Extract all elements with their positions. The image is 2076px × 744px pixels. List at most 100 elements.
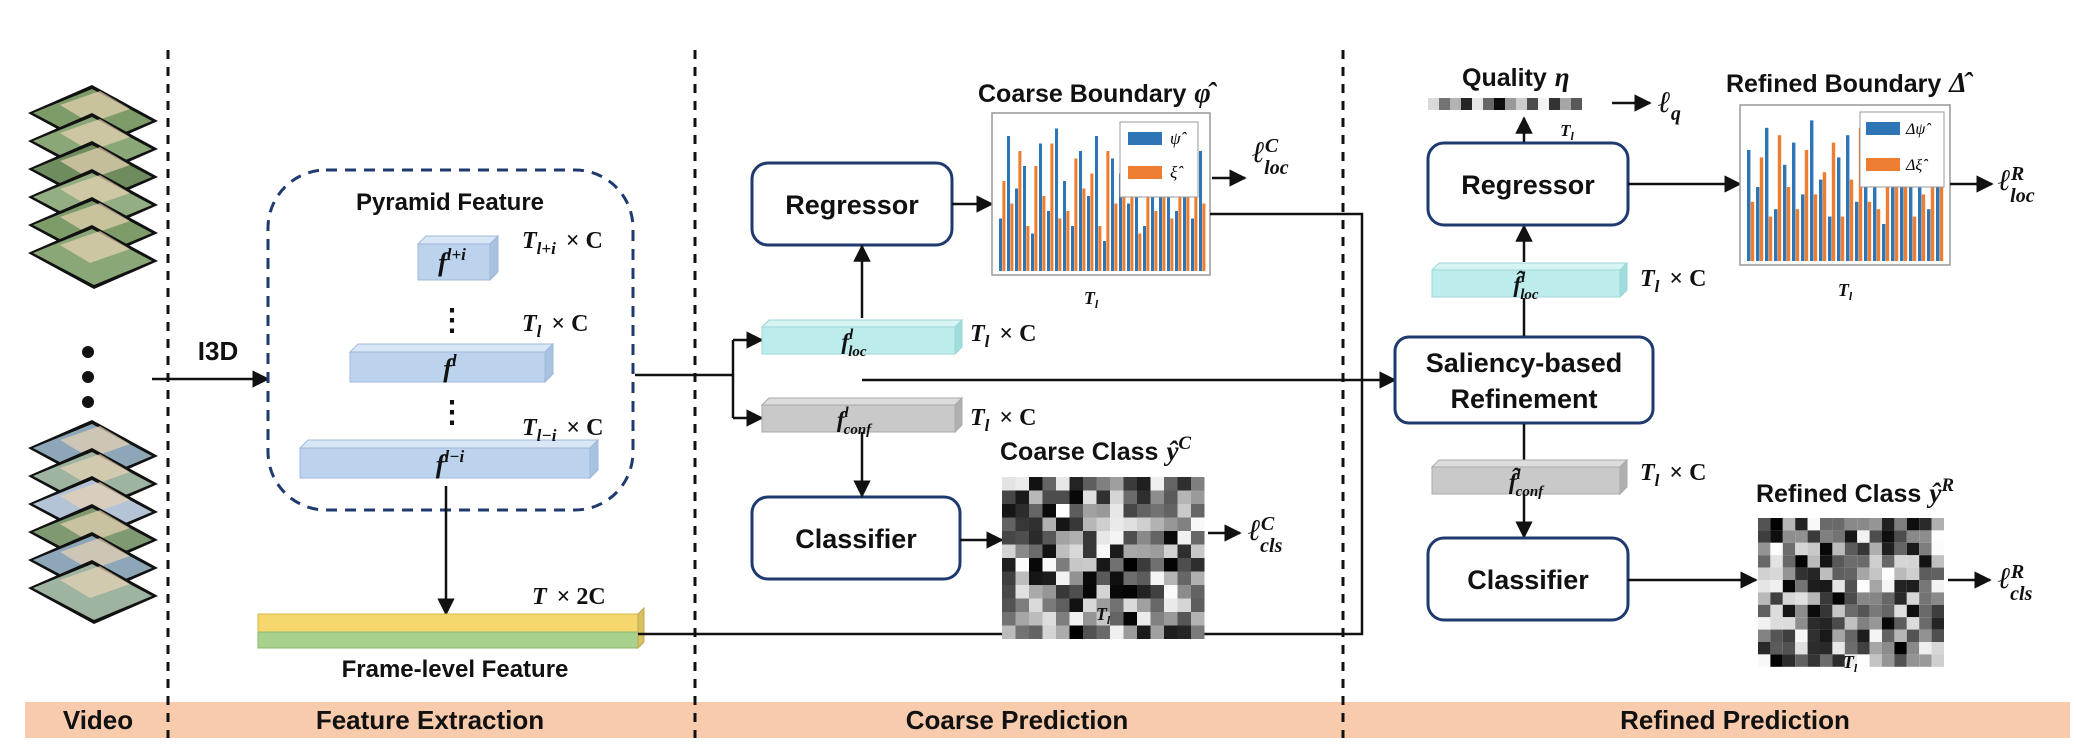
heatmap-cell bbox=[1795, 542, 1808, 556]
heatmap-cell bbox=[1137, 585, 1151, 599]
heatmap-cell bbox=[1919, 555, 1932, 568]
bar-blue bbox=[1873, 127, 1877, 261]
heatmap-cell bbox=[1882, 604, 1895, 618]
heatmap-cell bbox=[1164, 477, 1178, 491]
heatmap-cell bbox=[1919, 629, 1932, 642]
quality-cell bbox=[1516, 98, 1527, 110]
bar-blue bbox=[1792, 142, 1796, 261]
heatmap-cell bbox=[1844, 604, 1858, 618]
heatmap-cell bbox=[1919, 518, 1932, 531]
heatmap-cell bbox=[1919, 580, 1932, 593]
heatmap-cell bbox=[1931, 580, 1944, 593]
heatmap-cell bbox=[1002, 598, 1016, 612]
heatmap-cell bbox=[1123, 531, 1137, 545]
heatmap-cell bbox=[1894, 617, 1907, 630]
bar-orange bbox=[1813, 194, 1818, 261]
quality-cell bbox=[1472, 98, 1483, 110]
bar-orange bbox=[1058, 218, 1062, 271]
heatmap-cell bbox=[1807, 580, 1820, 593]
quality-cell bbox=[1428, 98, 1439, 110]
bar-orange bbox=[1867, 201, 1872, 261]
heatmap-cell bbox=[1770, 604, 1783, 618]
heatmap-cell bbox=[1832, 542, 1845, 556]
pyramid-block-l-minus-i: fl−i bbox=[298, 438, 600, 480]
bar-orange bbox=[1876, 209, 1881, 261]
heatmap-cell bbox=[1844, 518, 1858, 531]
stage-video: Video bbox=[63, 705, 133, 735]
heatmap-cell bbox=[1894, 604, 1907, 618]
heatmap-cell bbox=[1083, 544, 1097, 558]
heatmap-cell bbox=[1096, 517, 1110, 531]
heatmap-cell bbox=[1931, 629, 1944, 642]
heatmap-cell bbox=[1042, 612, 1056, 626]
heatmap-cell bbox=[1906, 530, 1920, 543]
heatmap-cell bbox=[1832, 580, 1845, 593]
vdots-upper: ⋮ bbox=[437, 304, 467, 337]
heatmap-cell bbox=[1123, 544, 1137, 558]
heatmap-cell bbox=[1123, 585, 1137, 599]
heatmap-cell bbox=[1096, 558, 1110, 572]
bar-blue bbox=[1087, 196, 1091, 271]
heatmap-cell bbox=[1096, 598, 1110, 612]
bar-blue bbox=[1927, 209, 1931, 261]
bar-blue bbox=[1837, 157, 1841, 261]
heatmap-cell bbox=[1882, 530, 1895, 543]
heatmap-cell bbox=[1820, 530, 1833, 543]
heatmap-cell bbox=[1782, 555, 1796, 568]
heatmap-cell bbox=[1820, 580, 1833, 593]
heatmap-cell bbox=[1056, 531, 1070, 545]
heatmap-cell bbox=[1758, 542, 1771, 556]
bar-blue bbox=[1765, 127, 1769, 261]
heatmap-cell bbox=[1857, 567, 1870, 580]
bar-orange bbox=[1178, 143, 1182, 271]
heatmap-cell bbox=[1015, 544, 1029, 558]
heatmap-cell bbox=[1782, 580, 1796, 593]
bar-blue bbox=[1063, 181, 1067, 271]
bar-orange bbox=[1010, 203, 1014, 271]
heatmap-cell bbox=[1042, 598, 1056, 612]
heatmap-cell bbox=[1758, 580, 1771, 593]
heatmap-cell bbox=[1820, 592, 1833, 605]
bar-orange bbox=[1930, 142, 1935, 261]
bar-blue bbox=[1079, 151, 1083, 271]
heatmap-cell bbox=[1083, 612, 1097, 626]
heatmap-cell bbox=[1123, 625, 1137, 639]
heatmap-cell bbox=[1882, 567, 1895, 580]
bar-orange bbox=[1202, 203, 1206, 271]
svg-text:fl+i: fl+i bbox=[438, 245, 466, 277]
heatmap-cell bbox=[1177, 598, 1191, 612]
heatmap-cell bbox=[1042, 490, 1056, 504]
heatmap-cell bbox=[1770, 555, 1783, 568]
stage-refined-prediction: Refined Prediction bbox=[1620, 705, 1850, 735]
heatmap-cell bbox=[1758, 654, 1771, 667]
heatmap-cell bbox=[1844, 567, 1858, 580]
heatmap-cell bbox=[1931, 567, 1944, 580]
heatmap-cell bbox=[1832, 592, 1845, 605]
heatmap-cell bbox=[1177, 585, 1191, 599]
quality-cell bbox=[1505, 98, 1516, 110]
refined-regressor-label: Regressor bbox=[1461, 170, 1595, 200]
heatmap-cell bbox=[1191, 625, 1205, 639]
heatmap-cell bbox=[1110, 585, 1124, 599]
bar-orange bbox=[1885, 157, 1890, 261]
heatmap-cell bbox=[1056, 504, 1070, 518]
heatmap-cell bbox=[1110, 598, 1124, 612]
heatmap-cell bbox=[1869, 518, 1882, 531]
coarse-class-xlabel: Tl bbox=[1096, 604, 1111, 627]
heatmap-cell bbox=[1857, 530, 1870, 543]
heatmap-cell bbox=[1137, 558, 1151, 572]
vdots-lower: ⋮ bbox=[437, 396, 467, 429]
bar-blue bbox=[1828, 216, 1832, 261]
heatmap-cell bbox=[1164, 544, 1178, 558]
heatmap-cell bbox=[1150, 558, 1164, 572]
heatmap-cell bbox=[1137, 531, 1151, 545]
heatmap-cell bbox=[1882, 617, 1895, 630]
heatmap-cell bbox=[1164, 625, 1178, 639]
heatmap-cell bbox=[1758, 617, 1771, 630]
coarse-boundary-bars bbox=[999, 128, 1206, 271]
heatmap-cell bbox=[1083, 585, 1097, 599]
coarse-regressor-label: Regressor bbox=[785, 190, 919, 220]
